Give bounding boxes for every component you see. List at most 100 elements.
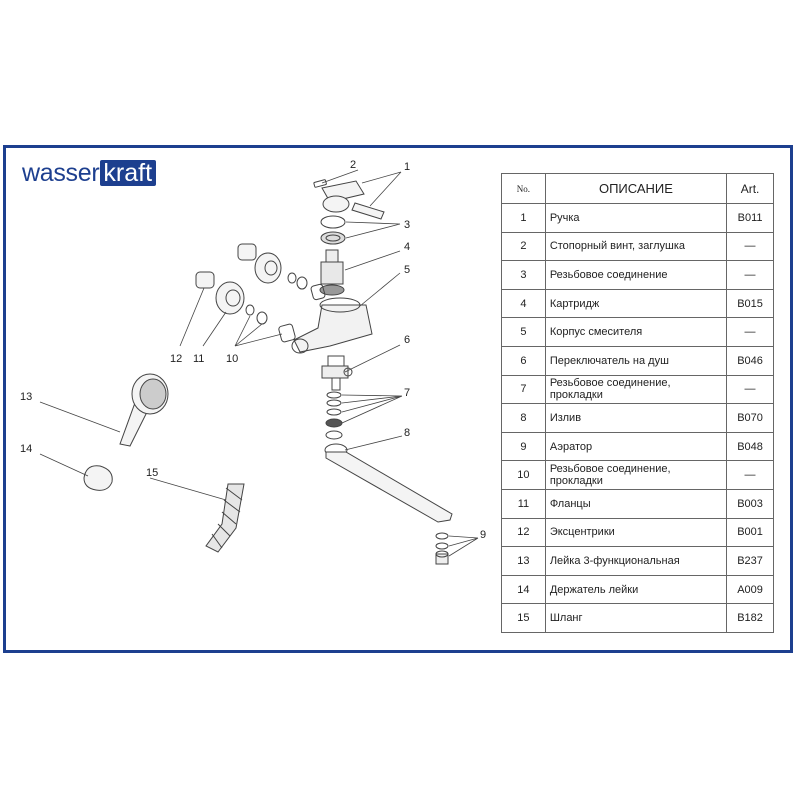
row-description: Стопорный винт, заглушка xyxy=(544,231,728,262)
logo-word-wasser: wasser xyxy=(22,159,100,187)
part-6-shower-diverter xyxy=(321,355,353,391)
row-no: 12 xyxy=(501,517,546,548)
row-art: B003 xyxy=(726,488,774,519)
row-description: Резьбовое соединение, прокладки xyxy=(544,460,728,490)
row-art: — xyxy=(726,460,774,490)
row-art: B046 xyxy=(726,345,774,376)
row-art: B070 xyxy=(726,403,774,433)
row-description: Фланцы xyxy=(544,488,728,519)
row-art: — xyxy=(726,231,774,262)
row-art: B015 xyxy=(726,288,774,319)
row-art: — xyxy=(726,317,774,347)
row-no: 8 xyxy=(501,403,546,433)
row-description: Резьбовое соединение xyxy=(544,260,728,290)
row-no: 11 xyxy=(501,488,546,519)
callout-label: 9 xyxy=(480,529,486,541)
row-description: Корпус смесителя xyxy=(544,317,728,347)
part-14-shower-holder xyxy=(83,465,113,491)
callout-label: 6 xyxy=(404,334,410,346)
callout-label: 1 xyxy=(404,161,410,173)
callout-label: 3 xyxy=(404,219,410,231)
row-no: 13 xyxy=(501,546,546,576)
callout-label: 7 xyxy=(404,387,410,399)
row-description: Эксцентрики xyxy=(544,517,728,548)
part-8-spout xyxy=(324,443,453,523)
row-description: Излив xyxy=(544,403,728,433)
part-15-hose xyxy=(205,483,245,553)
row-no: 1 xyxy=(501,203,546,233)
part-12-eccentrics xyxy=(195,243,257,289)
callout-numbers: 1 2 3 4 5 6 7 8 9 10 11 12 13 14 15 xyxy=(20,159,486,541)
row-no: 4 xyxy=(501,288,546,319)
row-no: 6 xyxy=(501,345,546,376)
row-no: 15 xyxy=(501,603,546,633)
leader-lines xyxy=(39,169,479,557)
column-header-no: No. xyxy=(501,173,546,204)
part-1-handle xyxy=(321,180,385,220)
part-7-gaskets xyxy=(325,391,343,440)
part-13-shower-head xyxy=(119,373,169,447)
column-header-art: Art. xyxy=(726,173,774,204)
callout-label: 11 xyxy=(193,353,204,365)
row-art: B048 xyxy=(726,431,774,462)
part-2-set-screw xyxy=(313,179,327,188)
row-art: B011 xyxy=(726,203,774,233)
callout-label: 12 xyxy=(170,353,182,365)
row-art: B237 xyxy=(726,546,774,576)
callout-label: 8 xyxy=(404,427,410,439)
row-no: 7 xyxy=(501,374,546,405)
table-header-row: No. ОПИСАНИЕ Art. xyxy=(501,173,774,204)
callout-label: 15 xyxy=(146,467,158,479)
callout-label: 14 xyxy=(20,443,32,455)
row-description: Аэратор xyxy=(544,431,728,462)
part-11-flanges xyxy=(215,252,282,315)
row-description: Резьбовое соединение, прокладки xyxy=(544,374,728,405)
row-no: 14 xyxy=(501,574,546,605)
row-art: B001 xyxy=(726,517,774,548)
callout-label: 13 xyxy=(20,391,32,403)
row-description: Шланг xyxy=(544,603,728,633)
row-art: A009 xyxy=(726,574,774,605)
row-no: 2 xyxy=(501,231,546,262)
row-no: 5 xyxy=(501,317,546,347)
part-4-cartridge xyxy=(319,249,345,296)
callout-label: 2 xyxy=(350,159,356,171)
callout-label: 5 xyxy=(404,264,410,276)
part-9-aerator xyxy=(435,532,449,565)
row-description: Переключатель на душ xyxy=(544,345,728,376)
row-description: Держатель лейки xyxy=(544,574,728,605)
callout-label: 4 xyxy=(404,241,410,253)
part-3-threaded-ring xyxy=(320,215,346,245)
row-no: 10 xyxy=(501,460,546,490)
row-no: 9 xyxy=(501,431,546,462)
part-5-mixer-body xyxy=(291,297,373,354)
column-header-description: ОПИСАНИЕ xyxy=(544,173,728,204)
row-art: — xyxy=(726,260,774,290)
row-description: Картридж xyxy=(544,288,728,319)
logo-word-kraft: kraft xyxy=(100,160,157,186)
row-description: Лейка 3-функциональная xyxy=(544,546,728,576)
row-art: B182 xyxy=(726,603,774,633)
row-description: Ручка xyxy=(544,203,728,233)
row-no: 3 xyxy=(501,260,546,290)
callout-label: 10 xyxy=(226,353,238,365)
row-art: — xyxy=(726,374,774,405)
